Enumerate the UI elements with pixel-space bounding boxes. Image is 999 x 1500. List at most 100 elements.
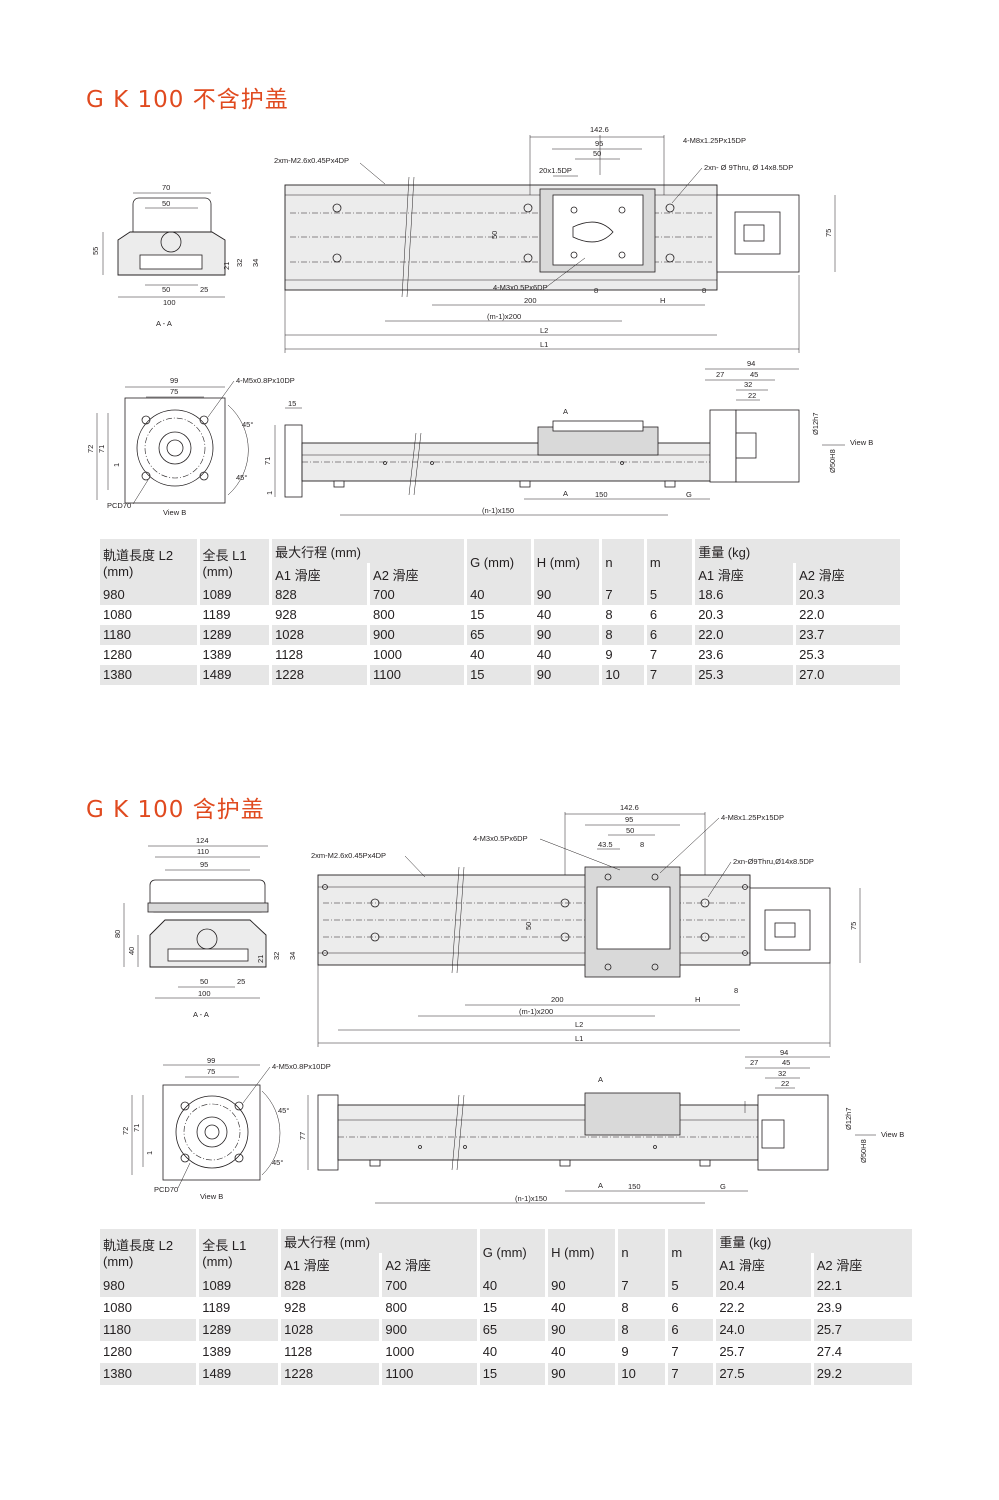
th-weight: 重量 (kg) bbox=[716, 1229, 912, 1253]
th-l1: 全長 L1(mm) bbox=[199, 1229, 279, 1275]
th-stroke-a2: A2 滑座 bbox=[370, 563, 465, 585]
svg-text:95: 95 bbox=[595, 139, 603, 148]
svg-text:45°: 45° bbox=[236, 473, 247, 482]
svg-text:150: 150 bbox=[628, 1182, 641, 1191]
svg-text:22: 22 bbox=[748, 391, 756, 400]
s2-viewb-flange bbox=[162, 1084, 261, 1181]
svg-text:40: 40 bbox=[127, 947, 136, 955]
svg-text:21: 21 bbox=[222, 262, 231, 270]
svg-text:G: G bbox=[720, 1182, 726, 1191]
svg-text:55: 55 bbox=[91, 247, 100, 255]
th-g: G (mm) bbox=[479, 1229, 546, 1275]
svg-text:Ø12h7: Ø12h7 bbox=[844, 1107, 853, 1130]
svg-text:L2: L2 bbox=[540, 326, 548, 335]
svg-text:1: 1 bbox=[145, 1151, 154, 1155]
th-m: m bbox=[668, 1229, 714, 1275]
svg-text:142.6: 142.6 bbox=[620, 803, 639, 812]
svg-text:75: 75 bbox=[170, 387, 178, 396]
s1-view-b: 99 75 4-M5x0.8Px10DP 45° 45° 72 71 1 PCD… bbox=[86, 376, 295, 517]
svg-text:43.5: 43.5 bbox=[598, 840, 613, 849]
svg-text:1: 1 bbox=[112, 463, 121, 467]
svg-text:27: 27 bbox=[716, 370, 724, 379]
svg-text:70: 70 bbox=[162, 183, 170, 192]
svg-text:50: 50 bbox=[490, 231, 499, 239]
svg-text:H: H bbox=[660, 296, 665, 305]
svg-text:150: 150 bbox=[595, 490, 608, 499]
s2-section-aa: 124 110 95 80 40 21 32 34 50 25 100 A - … bbox=[113, 836, 297, 1019]
svg-text:100: 100 bbox=[163, 298, 176, 307]
svg-text:94: 94 bbox=[747, 359, 755, 368]
th-n: n bbox=[618, 1229, 666, 1275]
th-h: H (mm) bbox=[533, 539, 600, 585]
svg-text:H: H bbox=[695, 995, 700, 1004]
svg-text:32: 32 bbox=[272, 952, 281, 960]
svg-text:32: 32 bbox=[235, 259, 244, 267]
svg-text:4-M8x1.25Px15DP: 4-M8x1.25Px15DP bbox=[721, 813, 784, 822]
svg-text:4-M8x1.25Px15DP: 4-M8x1.25Px15DP bbox=[683, 136, 746, 145]
svg-text:8: 8 bbox=[640, 840, 644, 849]
svg-text:1: 1 bbox=[265, 491, 274, 495]
svg-text:4-M3x0.5Px6DP: 4-M3x0.5Px6DP bbox=[473, 834, 528, 843]
svg-text:8: 8 bbox=[594, 286, 598, 295]
svg-text:A: A bbox=[563, 407, 568, 416]
svg-text:200: 200 bbox=[524, 296, 537, 305]
svg-text:L1: L1 bbox=[540, 340, 548, 349]
svg-text:71: 71 bbox=[263, 457, 272, 465]
svg-text:25: 25 bbox=[200, 285, 208, 294]
svg-text:34: 34 bbox=[251, 259, 260, 267]
svg-text:50: 50 bbox=[162, 285, 170, 294]
section-1-spec-table: 軌道長度 L2(mm) 全長 L1(mm) 最大行程 (mm) G (mm) H… bbox=[97, 539, 903, 685]
th-m: m bbox=[646, 539, 693, 585]
section-1-title: G K 100 不含护盖 bbox=[86, 87, 289, 113]
svg-text:71: 71 bbox=[97, 445, 106, 453]
th-weight: 重量 (kg) bbox=[695, 539, 900, 563]
s2-view-b: 99 75 4-M5x0.8Px10DP 45° 45° 72 71 1 PCD… bbox=[121, 1056, 331, 1201]
svg-text:2xm-M2.6x0.45Px4DP: 2xm-M2.6x0.45Px4DP bbox=[274, 156, 349, 165]
section-2-spec-table: 軌道長度 L2(mm) 全長 L1(mm) 最大行程 (mm) G (mm) H… bbox=[97, 1229, 915, 1385]
svg-text:21: 21 bbox=[256, 955, 265, 963]
s1-top-view: 142.6 95 50 20x1.5DP 4-M8x1.25Px15DP 2xm… bbox=[274, 125, 836, 353]
th-weight-a2: A2 滑座 bbox=[796, 563, 900, 585]
section-2-drawing: 142.6 95 50 43.5 8 4-M8x1.25Px15DP 4-M3x… bbox=[113, 803, 904, 1204]
svg-text:View B: View B bbox=[881, 1130, 904, 1139]
th-stroke: 最大行程 (mm) bbox=[281, 1229, 477, 1253]
svg-text:32: 32 bbox=[778, 1069, 786, 1078]
svg-text:95: 95 bbox=[200, 860, 208, 869]
th-weight-a1: A1 滑座 bbox=[716, 1253, 811, 1275]
svg-text:4-M5x0.8Px10DP: 4-M5x0.8Px10DP bbox=[272, 1062, 331, 1071]
th-weight-a2: A2 滑座 bbox=[813, 1253, 912, 1275]
th-n: n bbox=[602, 539, 644, 585]
svg-text:A: A bbox=[598, 1075, 603, 1084]
svg-text:45°: 45° bbox=[272, 1158, 283, 1167]
svg-text:(m-1)x200: (m-1)x200 bbox=[487, 312, 521, 321]
svg-text:2xn-Ø9Thru,Ø14x8.5DP: 2xn-Ø9Thru,Ø14x8.5DP bbox=[733, 857, 814, 866]
svg-text:15: 15 bbox=[288, 399, 296, 408]
s1-viewb-flange bbox=[124, 397, 226, 504]
svg-text:77: 77 bbox=[298, 1132, 307, 1140]
svg-text:124: 124 bbox=[196, 836, 209, 845]
svg-text:45: 45 bbox=[750, 370, 758, 379]
svg-text:142.6: 142.6 bbox=[590, 125, 609, 134]
svg-text:72: 72 bbox=[86, 445, 95, 453]
th-h: H (mm) bbox=[548, 1229, 616, 1275]
th-g: G (mm) bbox=[467, 539, 531, 585]
svg-text:A: A bbox=[563, 489, 568, 498]
s1-section-aa: 70 50 55 21 32 34 50 25 100 A - A bbox=[91, 183, 260, 328]
svg-text:Ø50H8: Ø50H8 bbox=[859, 1139, 868, 1163]
s1-side-view: 15 71 1 A A 150 G (n-1)x150 94 27 45 32 … bbox=[263, 359, 873, 516]
s2-side-view: 77 A A 150 G (n-1)x150 94 27 45 32 22 Ø1… bbox=[298, 1048, 904, 1204]
svg-text:72: 72 bbox=[121, 1127, 130, 1135]
th-l2: 軌道長度 L2(mm) bbox=[100, 1229, 197, 1275]
svg-text:8: 8 bbox=[702, 286, 706, 295]
svg-text:PCD70: PCD70 bbox=[154, 1185, 178, 1194]
th-stroke-a1: A1 滑座 bbox=[272, 563, 368, 585]
svg-text:50: 50 bbox=[200, 977, 208, 986]
svg-text:34: 34 bbox=[288, 952, 297, 960]
